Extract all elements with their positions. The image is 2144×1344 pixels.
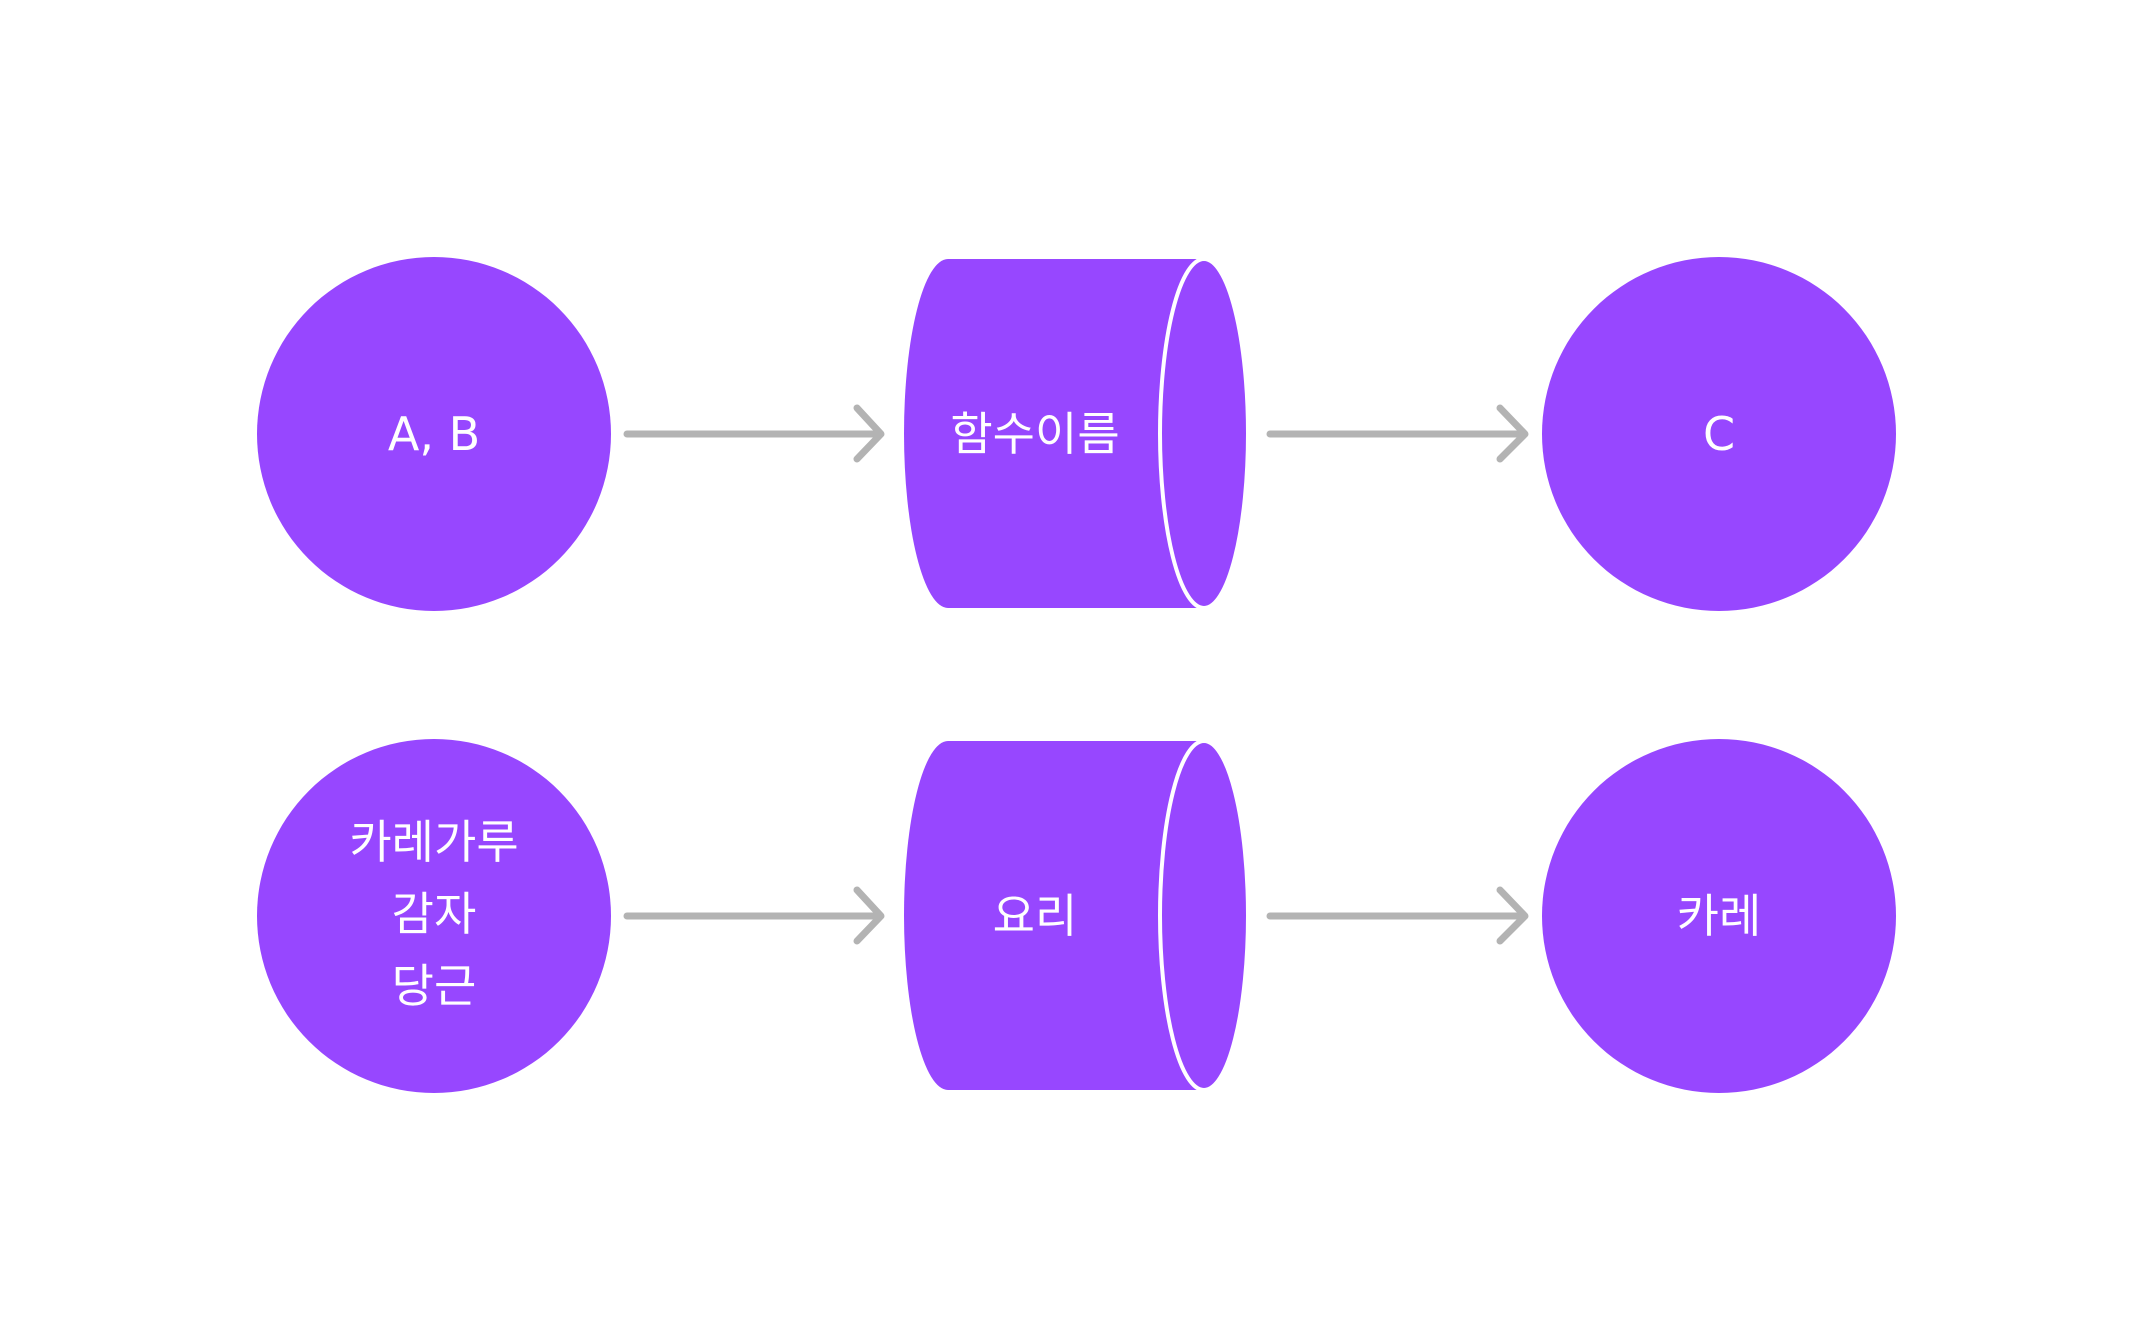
arrow-1b (1266, 404, 1529, 463)
output-label-2-line-1: 카레 (1677, 889, 1762, 943)
input-label-2-line-1: 카레가루 (349, 815, 518, 869)
input-circle-2 (257, 739, 611, 1093)
arrow-1a (623, 404, 885, 463)
input-circle-1 (257, 257, 611, 611)
cylinder-face-1 (1158, 257, 1250, 610)
arrow-2b (1266, 886, 1529, 945)
input-label-2-line-3: 당근 (392, 959, 477, 1013)
cylinder-face-2 (1158, 739, 1250, 1092)
function-cylinder-2 (904, 739, 1250, 1092)
function-cylinder-1 (904, 257, 1250, 610)
output-circle-1 (1542, 257, 1896, 611)
output-label-1-line-1: C (1703, 407, 1735, 461)
row-2: 카레가루 감자 당근 요리 카레 (257, 739, 1896, 1093)
input-label-2-line-2: 감자 (392, 887, 477, 941)
function-label-1: 함수이름 (950, 407, 1119, 461)
row-1: A, B 함수이름 C (257, 257, 1896, 611)
input-label-1-line-1: A, B (388, 407, 480, 461)
arrow-2a (623, 886, 885, 945)
function-label-2: 요리 (993, 889, 1078, 943)
output-circle-2 (1542, 739, 1896, 1093)
